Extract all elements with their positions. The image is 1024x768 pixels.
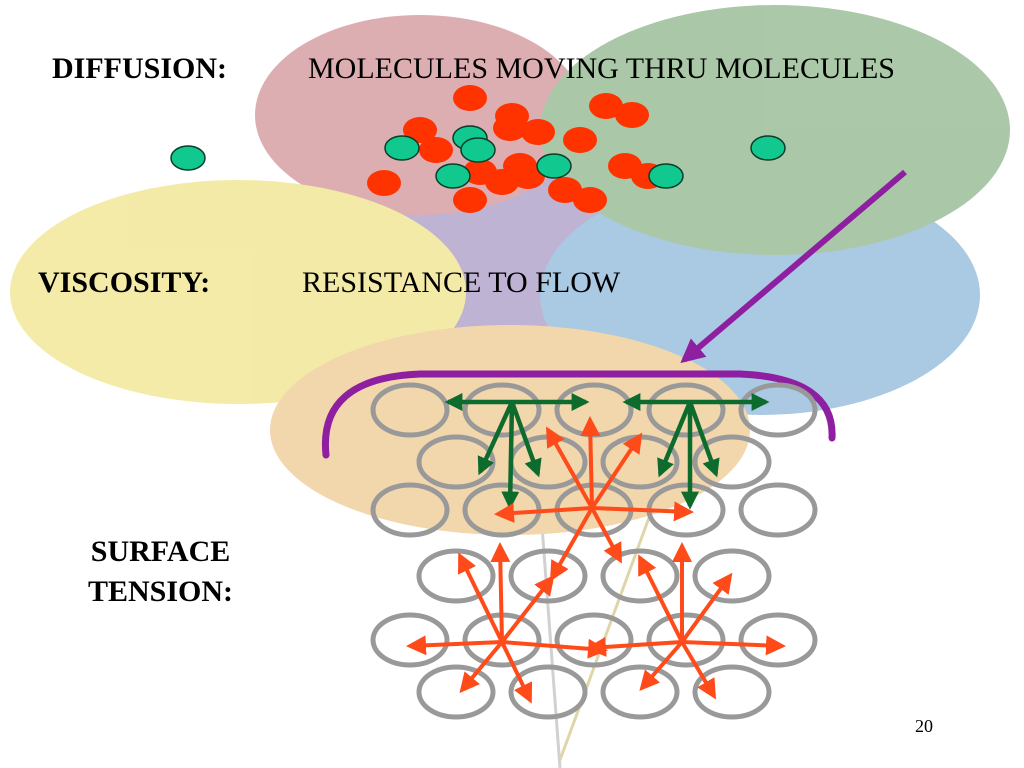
surface-force-arrow (477, 401, 515, 476)
red-molecule (367, 170, 401, 196)
surface-force-arrow (501, 401, 520, 510)
viscosity-definition: RESISTANCE TO FLOW (302, 266, 621, 299)
interior-force-arrow (500, 574, 555, 644)
grid-molecule (692, 548, 772, 604)
red-molecule (453, 85, 487, 111)
interior-force-arrow (550, 507, 594, 582)
interior-force-arrow (490, 542, 511, 643)
red-molecule (563, 127, 597, 153)
interior-force-arrow (458, 552, 504, 643)
grid-molecule (646, 382, 726, 438)
teal-molecule (170, 145, 206, 171)
grid-molecule (600, 548, 680, 604)
grid-molecule (554, 612, 634, 668)
teal-molecule (648, 163, 684, 189)
red-molecule (548, 177, 582, 203)
interior-force-arrow (680, 640, 717, 700)
grid-molecule (416, 548, 496, 604)
interior-force-arrow (406, 635, 503, 656)
interior-force-arrow (580, 416, 601, 509)
teal-molecule (435, 163, 471, 189)
surface-tension-heading: SURFACE TENSION: (88, 532, 233, 612)
grid-molecule (462, 382, 542, 438)
interior-force-arrows (406, 416, 786, 704)
red-molecule (589, 93, 623, 119)
red-molecule (511, 163, 545, 189)
grid-molecule (600, 664, 680, 720)
teal-molecule (384, 135, 420, 161)
teal-molecules (170, 125, 786, 189)
yellow-balloon (10, 180, 466, 404)
diffusion-heading: DIFFUSION: (52, 52, 228, 85)
grid-molecule (692, 434, 772, 490)
surface-tension-heading-line2: TENSION: (88, 575, 234, 608)
interior-force-arrow (680, 572, 733, 644)
grid-molecule (738, 612, 818, 668)
interior-force-arrow (590, 432, 643, 510)
surface-force-arrow (509, 401, 542, 478)
grid-molecule (416, 664, 496, 720)
viscosity-heading: VISCOSITY: (38, 266, 211, 299)
grid-molecule (508, 664, 588, 720)
diffusion-definition: MOLECULES MOVING THRU MOLECULES (308, 52, 895, 85)
interior-force-arrow (501, 638, 608, 659)
red-molecules (367, 85, 665, 213)
interior-force-arrow (681, 635, 786, 656)
interior-force-arrow (494, 503, 593, 523)
grid-molecule (508, 548, 588, 604)
red-molecule (521, 119, 555, 145)
surface-force-arrow (687, 401, 720, 478)
red-molecule (493, 115, 527, 141)
red-molecule (573, 187, 607, 213)
surface-bracket (321, 370, 836, 459)
teal-molecule (536, 153, 572, 179)
teal-molecule (750, 135, 786, 161)
grid-molecule (370, 612, 450, 668)
red-molecule (419, 137, 453, 163)
surface-force-arrows (444, 393, 770, 510)
grid-molecule (646, 612, 726, 668)
grid-molecule (738, 482, 818, 538)
interior-force-arrow (586, 636, 683, 657)
surface-force-arrow (657, 401, 693, 478)
grid-molecule (738, 382, 818, 438)
red-balloon (255, 15, 585, 215)
interior-force-arrow (459, 640, 504, 694)
interior-force-arrow (546, 426, 594, 509)
red-molecule (453, 187, 487, 213)
green-balloon (540, 5, 1010, 255)
diffusion-molecules (170, 85, 786, 213)
grid-molecule (370, 482, 450, 538)
red-molecule (615, 102, 649, 128)
interior-force-arrow (591, 501, 694, 522)
interior-force-arrow (590, 507, 622, 564)
surface-pointer-arrow (680, 169, 907, 364)
grid-molecule (692, 664, 772, 720)
interior-force-arrow (500, 641, 533, 704)
interior-force-arrow (639, 640, 684, 692)
red-molecule (485, 169, 519, 195)
surface-tension-heading-line1: SURFACE (90, 535, 231, 568)
page-number: 20 (915, 716, 933, 736)
red-molecule (403, 117, 437, 143)
interior-force-arrow (638, 554, 684, 643)
teal-molecule (460, 137, 496, 163)
